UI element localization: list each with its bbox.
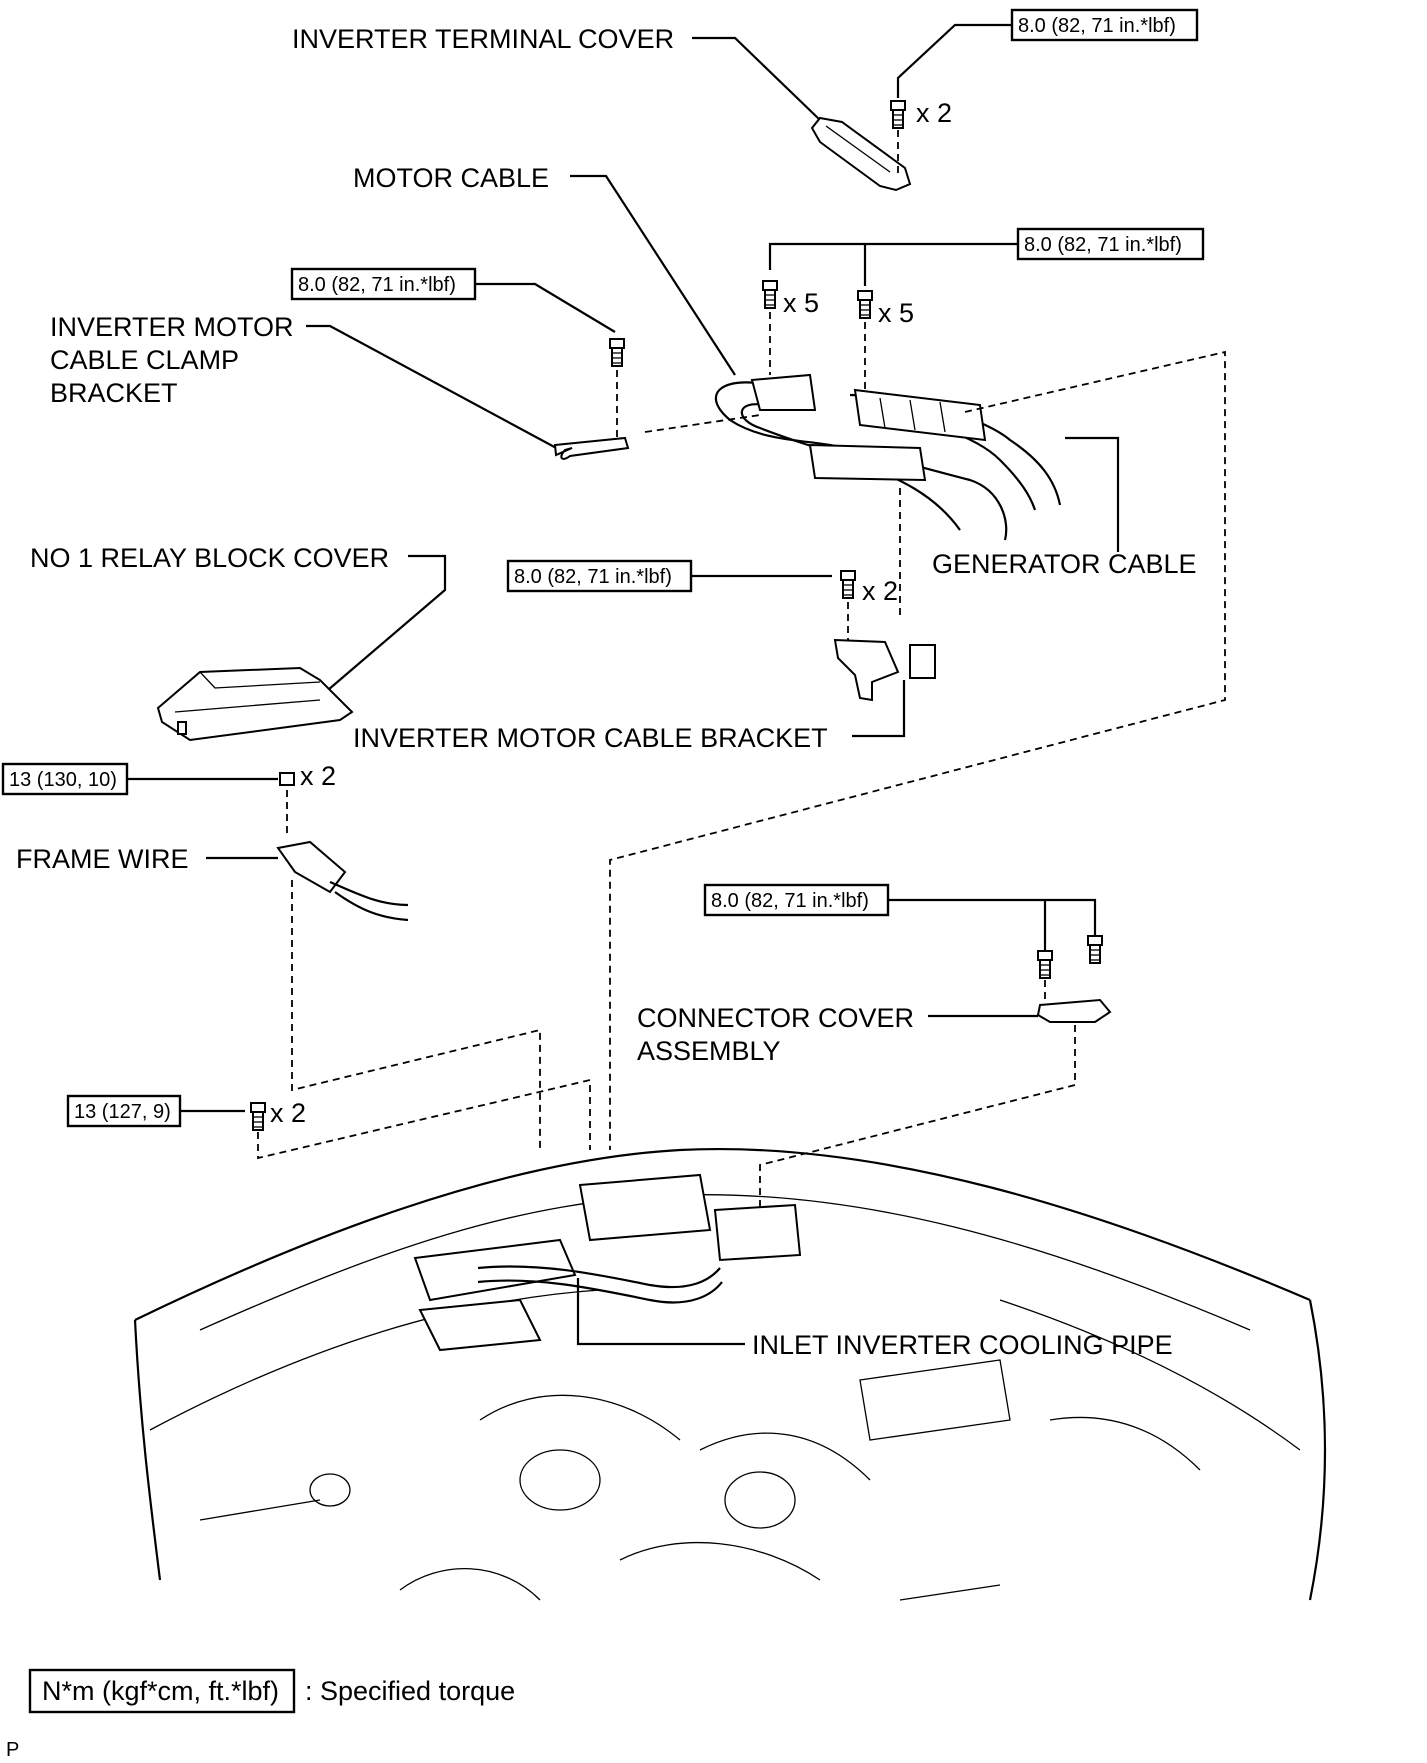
inverter-terminal-cover-label: INVERTER TERMINAL COVER: [292, 24, 674, 54]
clamp-bracket-torque-box: [290, 267, 477, 301]
cable-bolt-right-icon: [857, 290, 873, 319]
cable-bracket-bolt-icon: [840, 570, 856, 599]
connector-cover-bolt-right-icon: [1087, 935, 1103, 964]
inverter-terminal-cover-group: INVERTER TERMINAL COVER x 2 8.0 (82, 71 …: [292, 8, 1199, 192]
terminal-cover-torque-box: [1010, 8, 1199, 42]
connector-cover-bolt-left-icon: [1037, 950, 1053, 979]
cable-bracket-label: INVERTER MOTOR CABLE BRACKET: [353, 723, 828, 753]
bottom-bolt-torque-box: [66, 1094, 182, 1128]
generator-cable-label: GENERATOR CABLE: [932, 549, 1197, 579]
frame-wire-label: FRAME WIRE: [16, 844, 189, 874]
cable-assembly-group: MOTOR CABLE 8.0 (82, 71 in.*lbf) x 5 x 5…: [353, 163, 1205, 620]
bottom-bolt-qty: x 2: [270, 1098, 306, 1128]
cables-torque: 8.0 (82, 71 in.*lbf): [1024, 234, 1182, 256]
inlet-inverter-cooling-pipe: [477, 1265, 721, 1289]
frame-wire: [276, 840, 347, 894]
legend-unit-text: N*m (kgf*cm, ft.*lbf): [42, 1676, 279, 1706]
terminal-cover-bolt-icon: [890, 100, 906, 129]
motor-cable-label: MOTOR CABLE: [353, 163, 549, 193]
no1-relay-block-cover: [156, 666, 354, 742]
cooling-pipe-label: INLET INVERTER COOLING PIPE: [752, 1330, 1173, 1360]
frame-wire-torque-box: [1, 762, 129, 796]
inverter-terminal-cover: [810, 116, 912, 192]
cable-bracket-qty: x 2: [862, 576, 898, 606]
clamp-bracket-label-line3: BRACKET: [50, 378, 178, 408]
inverter-motor-cable-clamp-bracket: [553, 436, 630, 460]
connector-cover-assembly: [1036, 998, 1112, 1023]
frame-wire-nut-icon: [279, 772, 295, 786]
relay-block-cover-label: NO 1 RELAY BLOCK COVER: [30, 543, 389, 573]
cable-bracket-group: 8.0 (82, 71 in.*lbf) x 2 INVERTER MOTOR …: [353, 559, 936, 753]
relay-block-cover-group: NO 1 RELAY BLOCK COVER: [30, 543, 447, 742]
connector-cover-group: 8.0 (82, 71 in.*lbf) CONNECTOR COVER ASS…: [637, 883, 1112, 1215]
connector-cover-label-line1: CONNECTOR COVER: [637, 1003, 914, 1033]
legend-meaning-text: : Specified torque: [305, 1676, 515, 1706]
frame-wire-torque: 13 (130, 10): [9, 769, 117, 791]
connector-cover-label-line2: ASSEMBLY: [637, 1036, 781, 1066]
terminal-cover-torque: 8.0 (82, 71 in.*lbf): [1018, 15, 1176, 37]
connector-cover-torque: 8.0 (82, 71 in.*lbf): [711, 890, 869, 912]
clamp-bracket-label-line2: CABLE CLAMP: [50, 345, 239, 375]
frame-wire-nut-qty: x 2: [300, 761, 336, 791]
bottom-bolt-icon: [250, 1102, 266, 1131]
cables-torque-box: [1016, 227, 1205, 261]
engine-compartment: INLET INVERTER COOLING PIPE: [133, 1147, 1327, 1601]
clamp-bracket-label-line1: INVERTER MOTOR: [50, 312, 294, 342]
clamp-bracket-torque: 8.0 (82, 71 in.*lbf): [298, 274, 456, 296]
cable-bracket-torque: 8.0 (82, 71 in.*lbf): [514, 566, 672, 588]
inverter-motor-cable-bracket: [833, 638, 900, 702]
frame-wire-group: 13 (130, 10) x 2 FRAME WIRE: [1, 761, 541, 1150]
clamp-bracket-group: INVERTER MOTOR CABLE CLAMP BRACKET 8.0 (…: [50, 267, 761, 460]
legend: N*m (kgf*cm, ft.*lbf) : Specified torque: [28, 1668, 515, 1714]
terminal-cover-qty: x 2: [916, 98, 952, 128]
bottom-bolt-group: 13 (127, 9) x 2: [66, 1078, 591, 1160]
cable-left-qty: x 5: [783, 288, 819, 318]
clamp-bracket-bolt-icon: [609, 338, 625, 367]
connector-cover-torque-box: [703, 883, 890, 917]
corner-mark: P: [6, 1739, 19, 1761]
cable-right-qty: x 5: [878, 298, 914, 328]
legend-unit-box: [28, 1668, 296, 1714]
bottom-bolt-torque: 13 (127, 9): [74, 1101, 171, 1123]
cable-bolt-left-icon: [762, 280, 778, 309]
